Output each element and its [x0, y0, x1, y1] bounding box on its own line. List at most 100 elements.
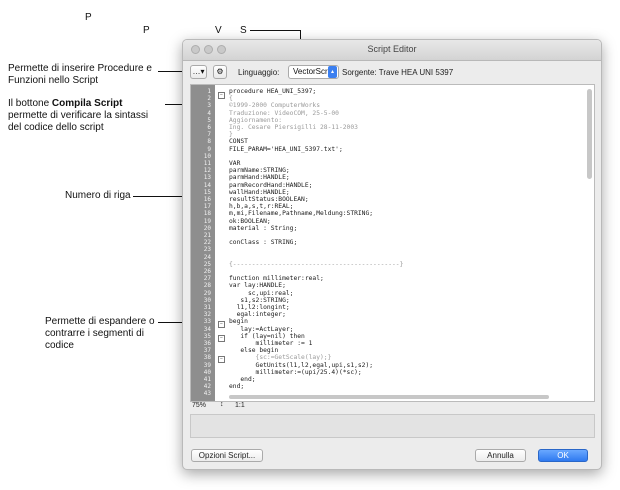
top-letter-1: P — [85, 12, 92, 23]
insert-procedure-button[interactable]: …▾ — [190, 65, 207, 79]
toolbar: …▾ ⚙ Linguaggio: VectorScript ▴ Sorgente… — [183, 61, 601, 85]
ok-button[interactable]: OK — [538, 449, 588, 462]
line-number: 11 — [203, 160, 211, 167]
chevron-updown-icon[interactable]: ▴ — [328, 66, 337, 78]
cancel-button[interactable]: Annulla — [475, 449, 526, 462]
close-window-button[interactable] — [191, 45, 200, 54]
line-number: 40 — [203, 368, 211, 376]
code-line: begin — [229, 318, 248, 326]
line-number: 12 — [203, 167, 211, 175]
code-line: } — [229, 131, 233, 139]
line-number: 9 — [207, 145, 211, 153]
code-line: resultStatus:BOOLEAN; — [229, 196, 309, 203]
line-number: 35 — [203, 332, 211, 340]
line-number: 23 — [203, 246, 211, 254]
code-line: sc,upi:real; — [229, 289, 294, 297]
code-line: millimeter:=(upi/25.4)(*sc); — [229, 368, 362, 376]
top-letter-4: S — [240, 25, 247, 36]
line-number: 21 — [203, 232, 211, 239]
code-line: ok:BOOLEAN; — [229, 217, 271, 225]
code-line: procedure HEA_UNI_5397; — [229, 88, 317, 95]
code-line: m,mi,Filename,Pathname,Meldung:STRING; — [229, 210, 374, 218]
script-editor-window: Script Editor …▾ ⚙ Linguaggio: VectorScr… — [182, 39, 602, 470]
code-line: var lay:HANDLE; — [229, 282, 286, 290]
status-bar: 75% ↕ 1:1 — [190, 401, 593, 411]
code-line: CONST — [229, 138, 248, 146]
line-number: 24 — [203, 253, 211, 261]
line-number: 1 — [207, 88, 211, 95]
line-number: 27 — [203, 275, 211, 283]
line-number: 15 — [203, 188, 211, 196]
code-line: parmName:STRING; — [229, 167, 290, 175]
code-line: egal:integer; — [229, 311, 286, 319]
compile-script-button[interactable]: ⚙ — [213, 65, 227, 79]
line-number: 3 — [207, 102, 211, 110]
callout-compile-bold: Compila Script — [51, 98, 123, 109]
line-number: 39 — [203, 361, 211, 369]
line-number: 43 — [203, 390, 211, 398]
cursor-position: 1:1 — [235, 402, 245, 409]
callout-insert: Permette di inserire Procedure e Funzion… — [8, 63, 152, 86]
line-number: 31 — [203, 304, 211, 311]
code-line: parmHand:HANDLE; — [229, 174, 290, 182]
line-number: 14 — [203, 181, 211, 189]
fold-toggle-icon[interactable]: − — [218, 356, 225, 363]
line-number: 7 — [207, 131, 211, 139]
fold-toggle-icon[interactable]: − — [218, 92, 225, 99]
code-line: GetUnits(l1,l2,egal,upi,s1,s2); — [229, 361, 374, 369]
code-line: s1,s2:STRING; — [229, 296, 290, 304]
horizontal-scrollbar[interactable] — [229, 395, 549, 399]
window-title: Script Editor — [367, 44, 417, 54]
callout-compile: Il bottone Compila Script permette di ve… — [8, 98, 163, 134]
code-line: ©1999-2000 ComputerWorks — [229, 102, 320, 110]
language-pointer-hline — [250, 30, 301, 31]
line-number: 32 — [203, 311, 211, 319]
line-number: 20 — [203, 224, 211, 232]
fold-column: − − − − — [215, 85, 227, 401]
code-line: VAR — [229, 160, 241, 167]
callout-line-number: Numero di riga — [65, 190, 131, 201]
line-number: 42 — [203, 383, 211, 391]
zoom-level[interactable]: 75% — [192, 402, 207, 409]
language-select[interactable]: VectorScript — [288, 65, 339, 79]
line-number: 4 — [207, 109, 211, 117]
vertical-scrollbar[interactable] — [587, 89, 592, 179]
line-number: 6 — [207, 124, 211, 131]
fold-toggle-icon[interactable]: − — [218, 321, 225, 328]
code-line: FILE_PARAM='HEA_UNI_5397.txt'; — [229, 145, 343, 153]
title-bar: Script Editor — [183, 40, 601, 61]
minimize-window-button[interactable] — [204, 45, 213, 54]
zoom-window-button[interactable] — [217, 45, 226, 54]
line-number: 30 — [203, 296, 211, 304]
line-number: 10 — [203, 152, 211, 160]
code-line: {---------------------------------------… — [229, 260, 404, 268]
line-number: 16 — [203, 196, 211, 203]
message-area — [190, 414, 595, 438]
code-line: end; — [229, 383, 245, 391]
callout-compile-prefix: Il bottone — [8, 98, 52, 109]
line-number: 5 — [207, 116, 211, 124]
line-number: 26 — [203, 268, 211, 275]
code-line: l1,l2:longint; — [229, 304, 290, 311]
script-options-button[interactable]: Opzioni Script... — [191, 449, 263, 462]
callout-line-number-line — [133, 196, 199, 197]
code-line: h,b,a,s,t,r:REAL; — [229, 203, 294, 211]
fold-toggle-icon[interactable]: − — [218, 335, 225, 342]
code-line: conClass : STRING; — [229, 239, 298, 247]
line-number: 34 — [203, 325, 211, 333]
code-line: wallHand:HANDLE; — [229, 188, 290, 196]
callout-fold: Permette di espandere o contrarre i segm… — [45, 316, 155, 351]
source-label: Sorgente: Trave HEA UNI 5397 — [342, 68, 454, 77]
top-letter-3: V — [215, 25, 222, 36]
code-line: { — [229, 95, 233, 103]
code-line: lay:=ActLayer; — [229, 325, 294, 333]
code-line: millimeter := 1 — [229, 340, 313, 347]
code-line: function millimeter:real; — [229, 275, 324, 283]
zoom-stepper-icon[interactable]: ↕ — [220, 401, 224, 408]
code-line: Ing. Cesare Piersigilli 28-11-2003 — [229, 124, 358, 131]
line-number: 17 — [203, 203, 211, 211]
code-line: else begin — [229, 347, 279, 355]
line-number: 13 — [203, 174, 211, 182]
